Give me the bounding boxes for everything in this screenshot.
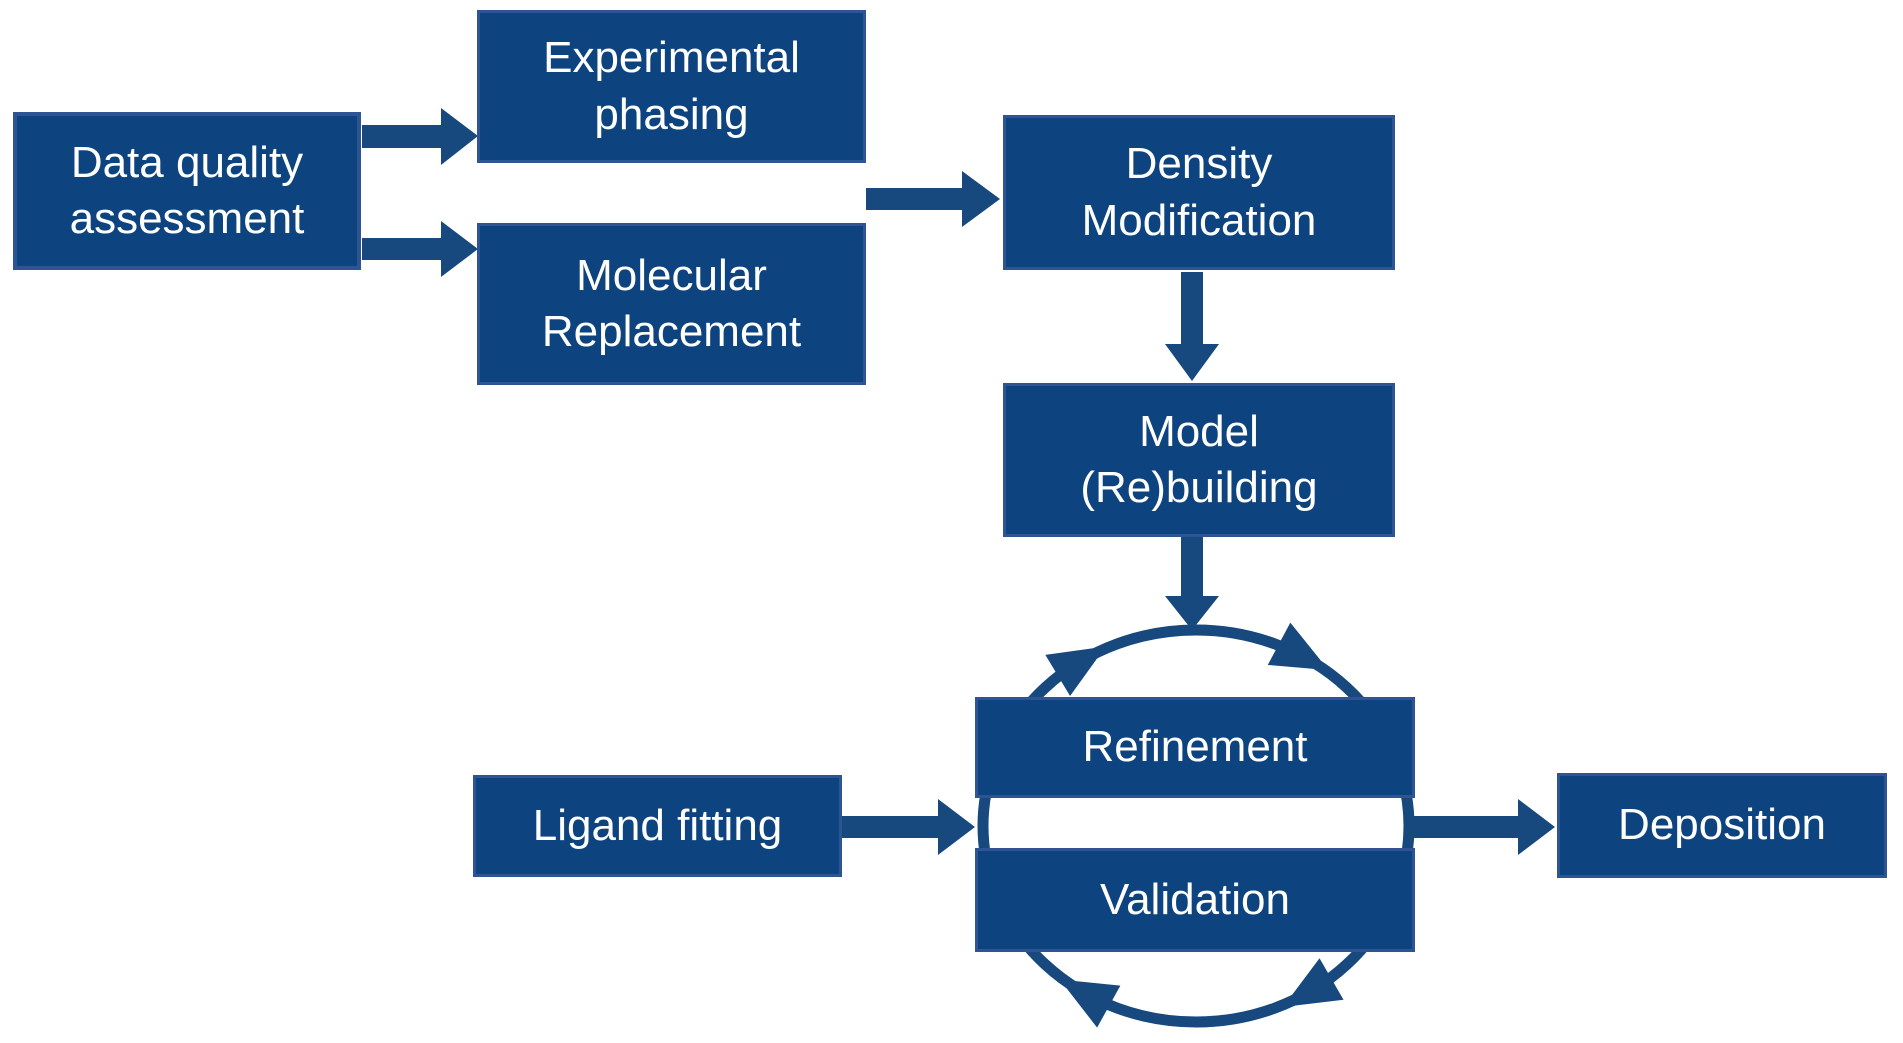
box-ligand-fitting: Ligand fitting bbox=[473, 775, 842, 877]
cycle-arrowhead-bottom-left-icon bbox=[1059, 979, 1121, 1028]
arrow-ligand-to-cycle-icon bbox=[842, 799, 975, 855]
box-density-modification: Density Modification bbox=[1003, 115, 1395, 270]
box-experimental-phasing: Experimental phasing bbox=[477, 10, 866, 163]
box-deposition: Deposition bbox=[1557, 773, 1887, 878]
box-molecular-replacement: Molecular Replacement bbox=[477, 223, 866, 385]
box-data-quality-assessment: Data quality assessment bbox=[13, 112, 361, 270]
arrow-model-to-cycle-icon bbox=[1165, 537, 1219, 630]
arrow-data-quality-to-experimental-icon bbox=[362, 108, 478, 165]
box-validation: Validation bbox=[975, 848, 1415, 952]
cycle-arrowhead-top-left-icon bbox=[1045, 646, 1106, 696]
arrow-phasing-to-density-icon bbox=[866, 171, 1000, 227]
box-model-rebuilding: Model (Re)building bbox=[1003, 383, 1395, 537]
arrow-cycle-to-deposition-icon bbox=[1412, 799, 1555, 855]
arrow-data-quality-to-molecular-icon bbox=[362, 221, 478, 277]
box-refinement: Refinement bbox=[975, 697, 1415, 798]
arrow-density-to-model-icon bbox=[1165, 272, 1219, 381]
cycle-ellipse bbox=[977, 624, 1415, 1028]
cycle-arrowhead-bottom-right-icon bbox=[1283, 958, 1344, 1007]
cycle-arrowhead-top-right-icon bbox=[1267, 622, 1329, 671]
